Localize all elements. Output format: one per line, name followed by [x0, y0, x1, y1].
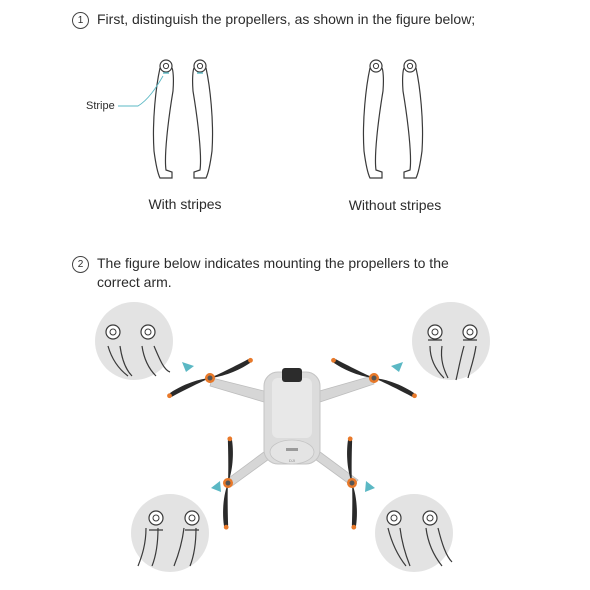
- step-1: 1 First, distinguish the propellers, as s…: [72, 10, 572, 29]
- propeller-top-right: [330, 340, 418, 416]
- inset-top-left: [95, 302, 173, 380]
- caption-without-stripes: Without stripes: [348, 197, 442, 213]
- propeller-without-stripes-left: [362, 59, 385, 179]
- caption-with-stripes: With stripes: [148, 196, 222, 212]
- step-number-1: 1: [72, 12, 89, 29]
- step-1-text: First, distinguish the propellers, as sh…: [97, 11, 476, 27]
- step-number-2: 2: [72, 256, 89, 273]
- stripe-label: Stripe: [86, 100, 115, 112]
- drone: DJI: [166, 340, 418, 531]
- propeller-with-stripes-right: [191, 59, 214, 179]
- step-2-text: The figure below indicates mounting the …: [97, 255, 449, 290]
- inset-bottom-right: [375, 494, 453, 572]
- inset-bottom-left: [131, 494, 209, 572]
- arrow-indicators: [182, 362, 403, 492]
- step-2: 2 The figure below indicates mounting the…: [72, 254, 502, 292]
- drone-logo: DJI: [289, 458, 295, 463]
- stripe-leader-line: [118, 75, 164, 107]
- propeller-top-left: [166, 340, 254, 416]
- inset-top-right: [412, 302, 490, 381]
- propeller-without-stripes-right: [401, 59, 424, 179]
- propeller-with-stripes-left: [152, 59, 175, 179]
